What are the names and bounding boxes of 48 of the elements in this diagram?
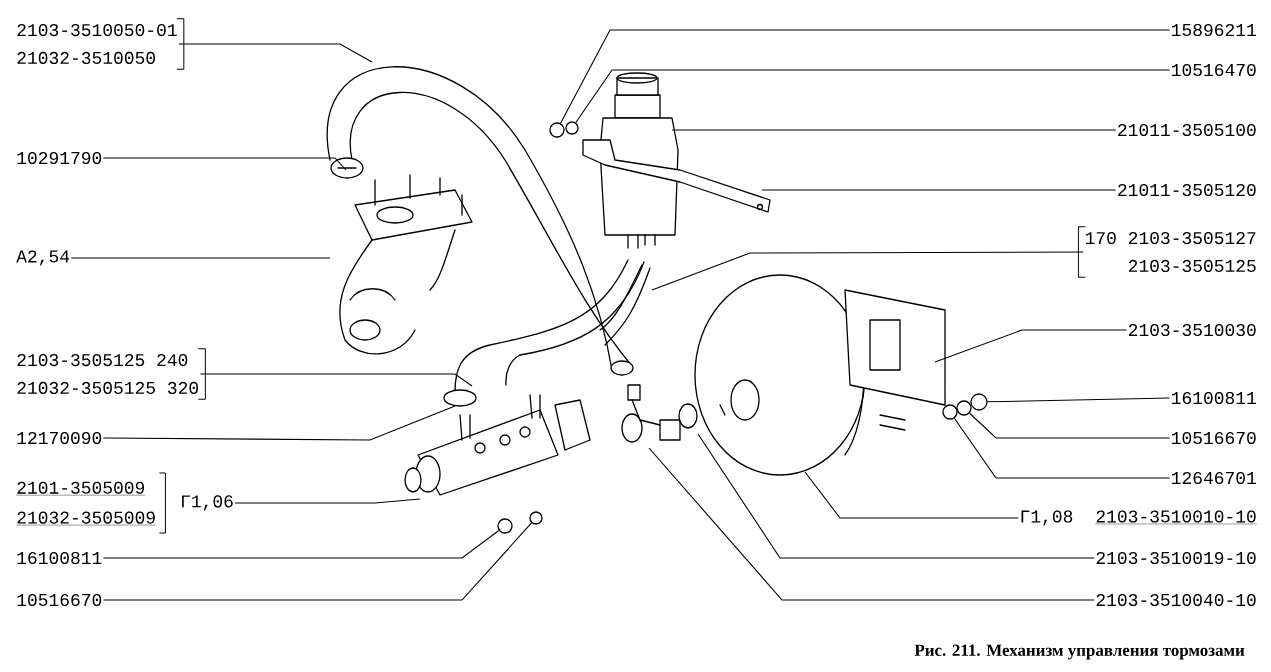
leader-line [102,405,456,441]
part-number: 12646701 [1172,471,1256,485]
part-number: 2103-3510050-01 21032-3510050 [17,23,177,65]
part-number: 2103-3510030 [1128,323,1256,337]
nut [549,122,565,138]
nut [497,518,513,534]
part-number: 21011-3505120 [1118,183,1256,197]
leader-line [199,373,473,387]
nut [970,393,988,411]
part-number: 10291790 [17,151,102,165]
leader-line [934,329,1127,363]
part-number: 15896211 [1172,23,1256,37]
part-number: 10516670 [17,593,102,607]
part-number: 21011-3505100 [1118,123,1256,137]
part-number: 12170090 [17,431,102,445]
part-number: А2,54 [16,250,70,266]
figure-caption: Рис. 211. Механизм управления тормозами [914,644,1245,660]
leader-line [560,29,1171,124]
leader-line [234,498,421,504]
leader-line [987,397,1171,403]
leader-line [70,257,331,259]
part-number: Г1,08 2103-3510010-10 [1021,510,1257,526]
leader-line [575,69,1171,124]
leader-line [178,43,373,63]
leader-line [804,471,1019,519]
part-number: 2101-3505009 21032-3505009 Г1,06 [16,481,233,526]
part-number: 2103-3510040-10 [1096,593,1256,607]
leader-line [953,417,1171,479]
leader-line [969,412,1171,439]
nut [942,404,958,420]
leader-line [697,433,1095,559]
nut [565,121,579,135]
part-number: 10516670 [1172,431,1256,445]
leader-line [671,129,1117,131]
leader-line [102,530,500,559]
leader-line [761,189,1117,191]
leader-line [648,447,1095,601]
part-number: 16100811 [1172,391,1256,405]
part-number: 2103-3505125 240 21032-3505125 320 [17,353,198,395]
leader-line [651,251,1084,291]
part-number: 16100811 [17,551,102,565]
part-number: 2103-3510019-10 [1096,551,1256,565]
leader-line [102,157,347,171]
leader-line [102,522,533,601]
nut [529,511,543,525]
nut [956,400,972,416]
part-number: 170 2103-3505127 2103-3505125 [1085,231,1256,273]
part-number: 10516470 [1172,63,1256,77]
